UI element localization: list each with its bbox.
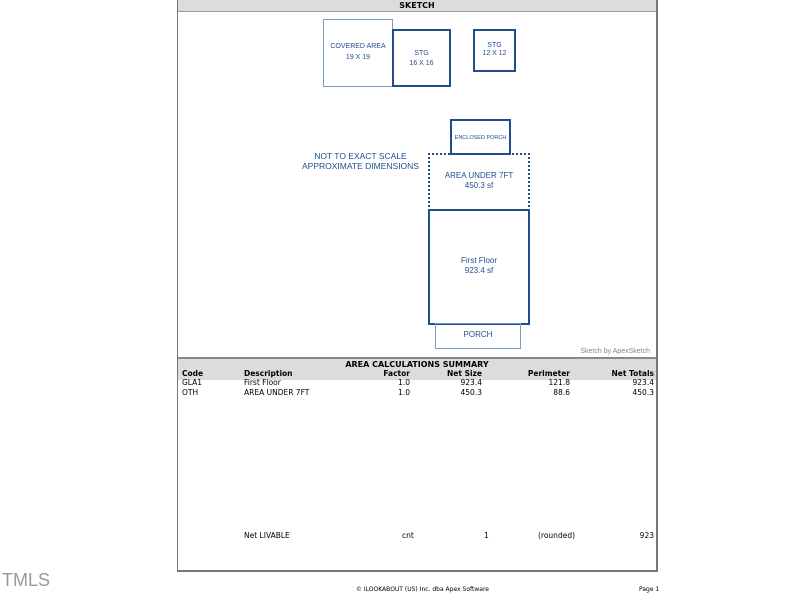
cell-net-size: 450.3 [460, 388, 482, 397]
net-livable-row: Net LIVABLE cnt 1 (rounded) 923 [182, 531, 654, 541]
covered-area-box: COVERED AREA 19 X 19 [323, 19, 393, 87]
cell-code: GLA1 [182, 378, 203, 387]
area-summary-title: AREA CALCULATIONS SUMMARY [345, 360, 489, 369]
sketch-credit: Sketch by ApexSketch [580, 348, 650, 355]
area-summary-header: AREA CALCULATIONS SUMMARY [178, 359, 656, 380]
stg-12-dims: 12 X 12 [482, 50, 507, 57]
enclosed-porch-box: ENCLOSED PORCH [450, 119, 511, 155]
net-livable-unit: cnt [402, 531, 414, 540]
covered-area-label: COVERED AREA [330, 43, 386, 50]
area-under-7ft-label: AREA UNDER 7FT [444, 171, 514, 180]
cell-net-totals: 450.3 [632, 388, 654, 397]
first-floor-box: First Floor 923.4 sf [428, 209, 530, 325]
tmls-watermark: TMLS [2, 570, 51, 590]
area-under-7ft-size: 450.3 sf [464, 181, 494, 190]
cell-description: First Floor [244, 378, 281, 387]
col-factor: Factor [383, 369, 410, 378]
stg-12-box: STG 12 X 12 [473, 29, 516, 72]
section-divider [178, 357, 656, 359]
cell-factor: 1.0 [398, 378, 410, 387]
sketch-header: SKETCH [178, 0, 656, 12]
stg-16-dims: 16 X 16 [409, 60, 434, 67]
cell-net-size: 923.4 [460, 378, 482, 387]
net-livable-label: Net LIVABLE [244, 531, 290, 540]
col-description: Description [244, 369, 293, 378]
page-number: Page 1 [639, 586, 660, 593]
area-under-7ft-box: AREA UNDER 7FT 450.3 sf [428, 153, 530, 211]
cell-factor: 1.0 [398, 388, 410, 397]
covered-area-dims: 19 X 19 [345, 54, 371, 61]
porch-box: PORCH [435, 323, 521, 349]
col-net-size: Net Size [447, 369, 482, 378]
table-header-row: Code Description Factor Net Size Perimet… [182, 369, 654, 379]
cell-perimeter: 88.6 [553, 388, 570, 397]
net-livable-count: 1 [484, 531, 489, 540]
col-net-totals: Net Totals [611, 369, 654, 378]
sketch-page: SKETCH COVERED AREA 19 X 19 STG 16 X 16 … [177, 0, 658, 572]
cell-perimeter: 121.8 [548, 378, 570, 387]
scale-note-line2: APPROXIMATE DIMENSIONS [302, 161, 419, 171]
copyright-footer: © ILOOKABOUT (US) Inc. dba Apex Software [356, 586, 489, 593]
first-floor-label: First Floor [461, 256, 497, 265]
stg-12-label: STG [487, 42, 502, 49]
table-row: GLA1 First Floor 1.0 923.4 121.8 923.4 [182, 378, 654, 388]
stg-16-box: STG 16 X 16 [392, 29, 451, 87]
net-livable-note: (rounded) [538, 531, 576, 540]
enclosed-porch-label: ENCLOSED PORCH [454, 135, 507, 141]
col-code: Code [182, 369, 204, 378]
net-livable-total: 923 [639, 531, 654, 540]
col-perimeter: Perimeter [527, 369, 570, 378]
cell-code: OTH [182, 388, 199, 397]
scale-note-line1: NOT TO EXACT SCALE [314, 151, 407, 161]
scale-note: NOT TO EXACT SCALE APPROXIMATE DIMENSION… [298, 151, 423, 171]
cell-description: AREA UNDER 7FT [244, 388, 310, 397]
stg-16-label: STG [414, 50, 429, 57]
first-floor-size: 923.4 sf [464, 266, 494, 275]
porch-label: PORCH [463, 330, 493, 339]
table-row: OTH AREA UNDER 7FT 1.0 450.3 88.6 450.3 [182, 388, 654, 398]
cell-net-totals: 923.4 [632, 378, 654, 387]
